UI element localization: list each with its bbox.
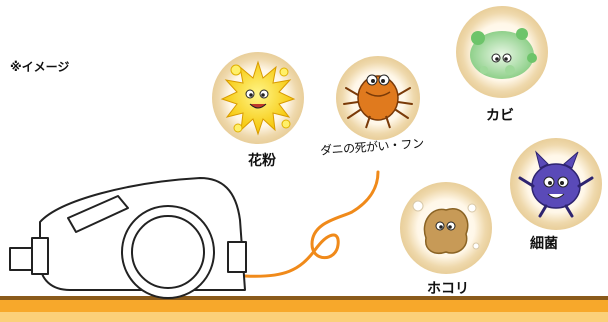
mite-bubble — [336, 56, 420, 140]
pollen-bubble — [212, 52, 304, 144]
label-mold: カビ — [486, 108, 514, 124]
vacuum-hose — [243, 170, 380, 278]
mold-character-icon — [470, 28, 537, 79]
bacteria-bubble — [510, 138, 602, 230]
bacteria-character-icon — [518, 150, 594, 218]
dust-character-icon — [412, 200, 480, 254]
vacuum-cleaner — [9, 177, 247, 299]
pollen-character-icon — [220, 60, 296, 136]
mold-bubble — [456, 6, 548, 98]
floor — [0, 296, 608, 322]
mite-character-icon — [343, 74, 413, 129]
label-dust: ホコリ — [427, 281, 469, 297]
dust-bubble — [400, 182, 492, 274]
image-note: ※イメージ — [10, 60, 70, 74]
label-bacteria: 細菌 — [530, 236, 558, 252]
label-pollen: 花粉 — [248, 153, 276, 169]
